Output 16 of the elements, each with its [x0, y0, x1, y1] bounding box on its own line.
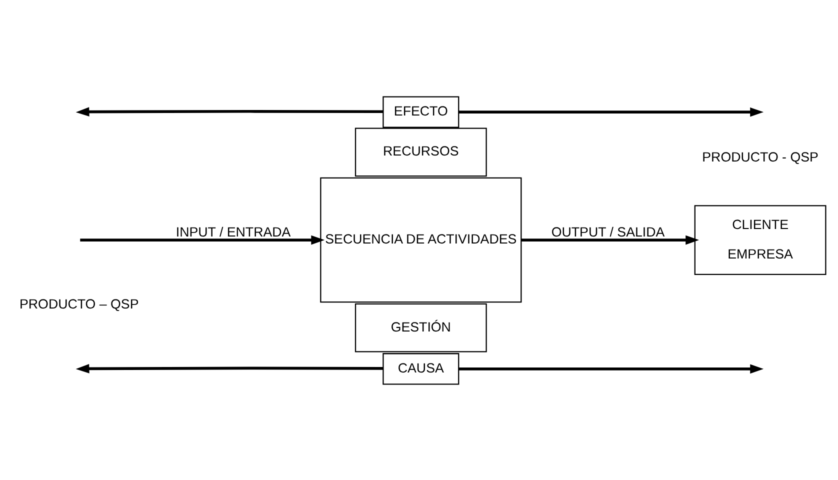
node-box: GESTIÓN: [354, 302, 487, 352]
arrow: [521, 234, 700, 244]
label: PRODUCTO – QSP: [19, 296, 139, 311]
node-box: EFECTO: [382, 96, 460, 128]
arrow: [76, 106, 384, 116]
node-box: RECURSOS: [354, 127, 487, 176]
node-box: CLIENTE EMPRESA: [694, 204, 826, 274]
arrow: [458, 364, 764, 374]
edge-label: OUTPUT / SALIDA: [551, 224, 665, 239]
label: PRODUCTO - QSP: [702, 148, 818, 164]
arrow: [76, 363, 384, 373]
edge-label: INPUT / ENTRADA: [176, 224, 291, 239]
arrow: [80, 234, 325, 244]
node-box: SECUENCIA DE ACTIVIDADES: [320, 176, 522, 302]
arrow: [458, 106, 764, 116]
node-box: CAUSA: [382, 352, 460, 384]
